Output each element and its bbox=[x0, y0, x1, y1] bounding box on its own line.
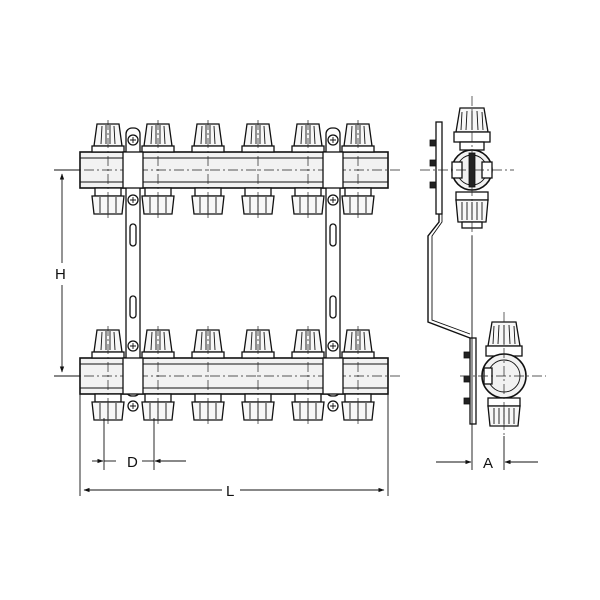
side-view bbox=[420, 96, 546, 436]
port-knob-ribs bbox=[350, 125, 366, 145]
bracket-screw-cross bbox=[130, 137, 136, 143]
mounting-bracket bbox=[122, 127, 144, 412]
bracket-clamp bbox=[322, 151, 344, 189]
port bbox=[291, 326, 325, 424]
port bbox=[191, 120, 225, 218]
bracket-slot bbox=[129, 295, 137, 319]
port-knob-ribs bbox=[250, 125, 266, 145]
dim-label-h: H bbox=[55, 266, 66, 283]
port-knob-ribs bbox=[150, 125, 166, 145]
dim-label-d: D bbox=[127, 454, 138, 471]
port-knob-ribs bbox=[200, 331, 216, 351]
port-knob-ribs bbox=[100, 331, 116, 351]
port bbox=[241, 326, 275, 424]
bracket-screw-cross bbox=[330, 137, 336, 143]
dim-label-a: A bbox=[483, 455, 493, 472]
port bbox=[191, 326, 225, 424]
bracket-screw-cross bbox=[130, 343, 136, 349]
port-knob-ribs bbox=[350, 331, 366, 351]
bracket-bar bbox=[325, 127, 341, 397]
port-knob-ribs bbox=[250, 331, 266, 351]
bracket-screw-cross bbox=[330, 197, 336, 203]
port-knob-ribs bbox=[200, 125, 216, 145]
bracket-screw-cross bbox=[330, 403, 336, 409]
bracket-screw-cross bbox=[130, 403, 136, 409]
bracket-screw-cross bbox=[330, 343, 336, 349]
port-knob-ribs bbox=[300, 331, 316, 351]
port bbox=[291, 120, 325, 218]
side-bracket-plate-lower bbox=[469, 337, 477, 425]
bracket-clamp bbox=[122, 357, 144, 395]
front-view bbox=[66, 120, 400, 424]
port bbox=[141, 120, 175, 218]
bracket-slot bbox=[129, 223, 137, 247]
port bbox=[91, 120, 125, 218]
side-bracket-plate-upper bbox=[435, 121, 443, 215]
side-bracket-strap bbox=[427, 214, 471, 339]
bottom-manifold bbox=[66, 326, 400, 424]
bracket-screw-cross bbox=[130, 197, 136, 203]
port bbox=[141, 326, 175, 424]
mounting-brackets bbox=[122, 127, 344, 412]
bracket-clamp bbox=[122, 151, 144, 189]
bracket-bar bbox=[125, 127, 141, 397]
port-knob-ribs bbox=[150, 331, 166, 351]
side-bracket-tabs bbox=[429, 139, 471, 405]
mounting-bracket bbox=[322, 127, 344, 412]
port bbox=[341, 326, 375, 424]
dim-label-l: L bbox=[226, 483, 234, 500]
side-bracket-strap-inner bbox=[431, 214, 471, 335]
bracket-clamp bbox=[322, 357, 344, 395]
port-knob-ribs bbox=[100, 125, 116, 145]
port-knob-ribs bbox=[300, 125, 316, 145]
dimension-lines: H D L A bbox=[54, 169, 538, 500]
bracket-slot bbox=[329, 223, 337, 247]
top-manifold bbox=[66, 120, 400, 218]
bracket-slot bbox=[329, 295, 337, 319]
port bbox=[91, 326, 125, 424]
port bbox=[241, 120, 275, 218]
port bbox=[341, 120, 375, 218]
